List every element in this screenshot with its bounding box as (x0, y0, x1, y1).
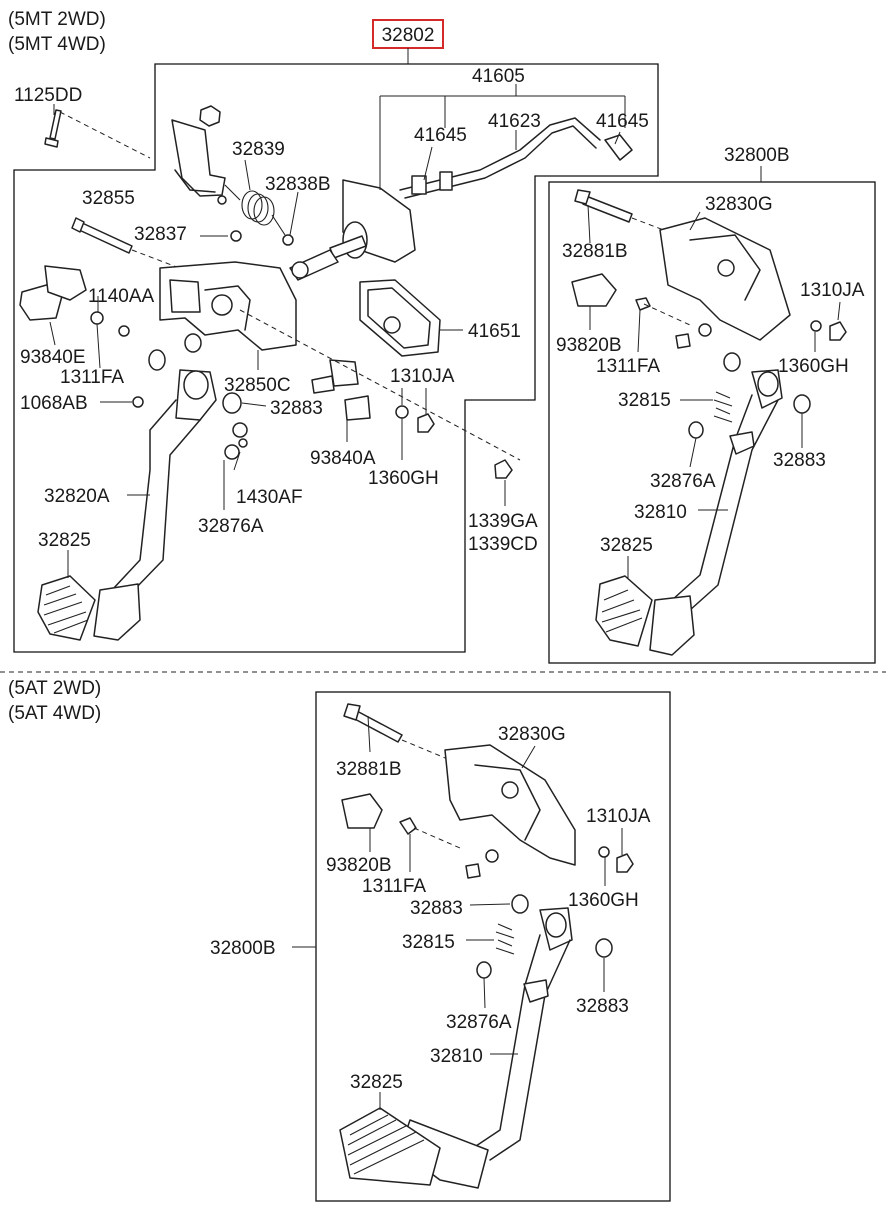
callout-32825-mt[interactable]: 32825 (600, 535, 653, 556)
callout-32876A-at[interactable]: 32876A (446, 1012, 512, 1033)
callout-1360GH-at[interactable]: 1360GH (568, 890, 639, 911)
callout-1311FA-mt[interactable]: 1311FA (596, 356, 660, 377)
callout-41605[interactable]: 41605 (472, 66, 525, 87)
callout-32825[interactable]: 32825 (38, 530, 91, 551)
callout-32855[interactable]: 32855 (82, 188, 135, 209)
callout-32838B[interactable]: 32838B (265, 174, 331, 195)
callout-32883-at-lower[interactable]: 32883 (576, 996, 629, 1017)
mt-callouts: 1125DD 41605 41645 41623 41645 32839 328… (14, 66, 649, 555)
callout-1311FA-at[interactable]: 1311FA (362, 876, 426, 897)
mt-sub-callouts: 32800B 32830G 32881B 1310JA 93820B 1311F… (556, 145, 865, 556)
mt-sub-parts-drawing (571, 189, 847, 656)
mt-leader-lines (49, 84, 626, 578)
callout-32825-at[interactable]: 32825 (350, 1072, 403, 1093)
callout-32810-at[interactable]: 32810 (430, 1046, 483, 1067)
group-header-mt-4wd: (5MT 4WD) (8, 34, 106, 55)
callout-1360GH[interactable]: 1360GH (368, 468, 439, 489)
callout-32820A[interactable]: 32820A (44, 486, 110, 507)
callout-32876A[interactable]: 32876A (198, 516, 264, 537)
callout-41623[interactable]: 41623 (488, 111, 541, 132)
callout-1310JA-at[interactable]: 1310JA (586, 806, 651, 827)
callout-1311FA[interactable]: 1311FA (60, 367, 124, 388)
callout-1339GA[interactable]: 1339GA (468, 511, 538, 532)
mt-sub-assembly-frame (548, 181, 876, 664)
callout-93840A[interactable]: 93840A (310, 448, 376, 469)
callout-32881B-mt[interactable]: 32881B (562, 241, 628, 262)
highlight-part-number[interactable]: 32802 (382, 25, 435, 46)
callout-32810-mt[interactable]: 32810 (634, 502, 687, 523)
mt-assembly-frame (13, 63, 659, 653)
callout-32815-mt[interactable]: 32815 (618, 390, 671, 411)
callout-41651[interactable]: 41651 (468, 321, 521, 342)
callout-1068AB[interactable]: 1068AB (20, 393, 88, 414)
at-callouts: 32830G 32881B 1310JA 93820B 1311FA 1360G… (210, 724, 651, 1093)
callout-32837[interactable]: 32837 (134, 224, 187, 245)
callout-32881B-at[interactable]: 32881B (336, 759, 402, 780)
callout-32883-mt[interactable]: 32883 (773, 450, 826, 471)
callout-41645-right[interactable]: 41645 (596, 111, 649, 132)
callout-32815-at[interactable]: 32815 (402, 932, 455, 953)
callout-32850C[interactable]: 32850C (224, 375, 291, 396)
callout-32800B-at[interactable]: 32800B (210, 938, 276, 959)
callout-93820B-at[interactable]: 93820B (326, 855, 392, 876)
mt-parts-drawing (19, 105, 633, 641)
group-header-at-4wd: (5AT 4WD) (8, 703, 101, 724)
callout-32830G-at[interactable]: 32830G (498, 724, 566, 745)
callout-32830G-mt[interactable]: 32830G (705, 194, 773, 215)
callout-32876A-mt[interactable]: 32876A (650, 471, 716, 492)
callout-1310JA-mt[interactable]: 1310JA (800, 280, 865, 301)
callout-1125DD[interactable]: 1125DD (14, 85, 82, 106)
callout-93820B-mt[interactable]: 93820B (556, 335, 622, 356)
callout-32883[interactable]: 32883 (270, 398, 323, 419)
at-parts-drawing (339, 703, 634, 1189)
group-header-at-2wd: (5AT 2WD) (8, 678, 101, 699)
callout-32883-at-upper[interactable]: 32883 (410, 898, 463, 919)
callout-93840E[interactable]: 93840E (20, 347, 86, 368)
callout-1310JA[interactable]: 1310JA (390, 366, 455, 387)
callout-32800B-mt[interactable]: 32800B (724, 145, 790, 166)
callout-1339CD[interactable]: 1339CD (468, 534, 538, 555)
callout-1360GH-mt[interactable]: 1360GH (778, 356, 849, 377)
callout-32839[interactable]: 32839 (232, 139, 285, 160)
callout-41645-left[interactable]: 41645 (414, 125, 467, 146)
sub-leader-lines (367, 204, 841, 1110)
callout-1430AF[interactable]: 1430AF (236, 487, 303, 508)
group-header-mt-2wd: (5MT 2WD) (8, 9, 106, 30)
callout-1140AA[interactable]: 1140AA (88, 286, 155, 307)
